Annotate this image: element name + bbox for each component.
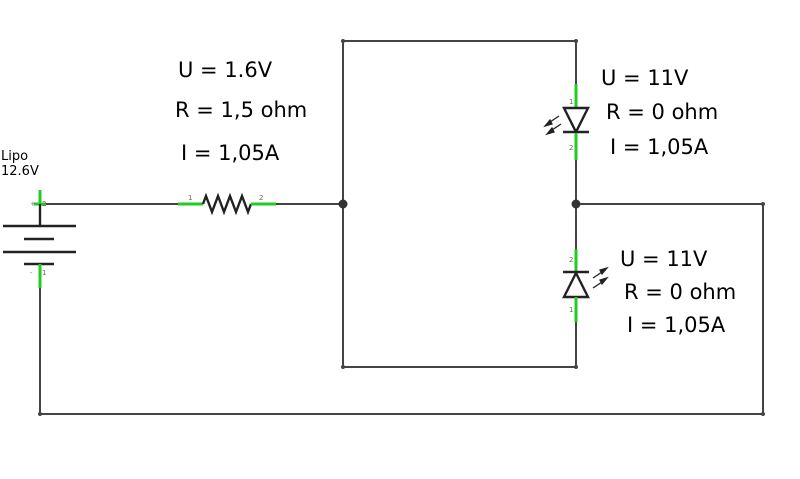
corner-dot xyxy=(574,39,578,43)
resistor-resistance-label: R = 1,5 ohm xyxy=(175,98,307,122)
led-bottom-symbol[interactable]: 2 1 xyxy=(562,249,609,322)
corner-dot xyxy=(761,202,765,206)
battery-symbol[interactable]: + 2 - 1 xyxy=(3,190,76,288)
led-top-light-arrows xyxy=(543,115,562,136)
battery-name: Lipo xyxy=(1,149,28,164)
resistor-current-label: I = 1,05A xyxy=(181,141,280,165)
resistor-pin-1: 1 xyxy=(188,194,192,202)
led-bottom-current-label: I = 1,05A xyxy=(627,313,726,337)
resistor-symbol[interactable]: 1 2 xyxy=(178,192,276,216)
corner-dot xyxy=(574,365,578,369)
battery-voltage: 12.6V xyxy=(1,164,39,179)
battery-pin-minus: - xyxy=(30,269,33,277)
resistor-pin-2: 2 xyxy=(259,194,263,202)
led-bottom-resistance-label: R = 0 ohm xyxy=(624,280,736,304)
junction-dot-right xyxy=(571,199,581,209)
battery-pin-minus-num: 1 xyxy=(42,269,46,277)
junction-dot-left xyxy=(338,199,348,209)
corner-dot xyxy=(341,39,345,43)
wires xyxy=(39,40,764,415)
corner-dot xyxy=(38,412,42,416)
led-top-resistance-label: R = 0 ohm xyxy=(606,100,718,124)
led-bottom-triangle xyxy=(562,270,590,299)
led-bottom-light-arrows xyxy=(592,266,609,289)
led-top-current-label: I = 1,05A xyxy=(610,135,709,159)
led-top-pin-1: 1 xyxy=(569,98,573,106)
corner-dot xyxy=(341,365,345,369)
led-bottom-voltage-label: U = 11V xyxy=(620,247,708,271)
resistor-voltage-label: U = 1.6V xyxy=(178,58,273,82)
battery-pin-plus: + xyxy=(30,200,36,208)
battery-pin-plus-num: 2 xyxy=(42,200,46,208)
corner-dot xyxy=(761,412,765,416)
led-top-pin-2: 2 xyxy=(569,144,573,152)
led-top-voltage-label: U = 11V xyxy=(601,66,689,90)
led-top-triangle xyxy=(562,106,590,135)
led-top-symbol[interactable]: 1 2 xyxy=(543,84,590,160)
led-bottom-pin-2: 2 xyxy=(569,256,573,264)
led-bottom-pin-1: 1 xyxy=(569,306,573,314)
resistor-zigzag xyxy=(201,192,253,216)
